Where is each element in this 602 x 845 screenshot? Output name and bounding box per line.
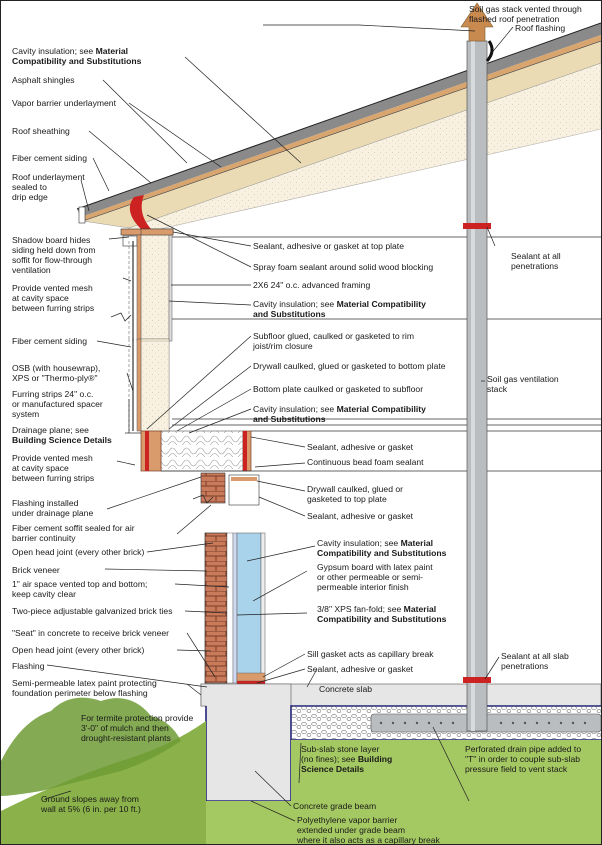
label-continuous-bead: Continuous bead foam sealant: [307, 457, 424, 467]
label-brick-veneer: Brick veneer: [12, 565, 60, 575]
label-sealant-adhesive-gasket-2: Sealant, adhesive or gasket: [307, 511, 414, 521]
label-cavity-insulation-mid: Cavity insulation; see Material Compatib…: [253, 299, 426, 319]
label-fiber-cement-siding-2: Fiber cement siding: [12, 336, 87, 346]
label-sill-gasket: Sill gasket acts as capillary break: [307, 649, 434, 659]
label-drywall-bottom-plate: Drywall caulked, glued or gasketed to bo…: [253, 361, 446, 371]
vent-stack: [466, 40, 488, 732]
floor-batt: [160, 430, 244, 472]
label-bottom-plate-subfloor: Bottom plate caulked or gasketed to subf…: [253, 384, 424, 394]
label-roof-flashing: Roof flashing: [515, 23, 566, 33]
label-cavity-insulation-3: Cavity insulation; see Material Compatib…: [253, 404, 426, 424]
spray-foam-red: [129, 195, 151, 229]
label-concrete-slab: Concrete slab: [319, 684, 373, 694]
label-spray-foam: Spray foam sealant around solid wood blo…: [253, 262, 434, 272]
label-vapor-barrier: Vapor barrier underlayment: [12, 98, 116, 108]
label-2x6-framing: 2X6 24" o.c. advanced framing: [253, 280, 371, 290]
wall-cavity-blue: [236, 532, 262, 684]
label-sealant-adhesive-gasket-1: Sealant, adhesive or gasket: [307, 442, 414, 452]
label-subfloor-glued: Subfloor glued, caulked or gasketed to r…: [253, 331, 414, 351]
label-open-head-joint-1: Open head joint (every other brick): [12, 547, 145, 557]
xps-board: [232, 532, 238, 684]
label-sub-slab-stone: Sub-slab stone layer(no fines); see Buil…: [301, 744, 393, 774]
stack-arrow: [460, 2, 494, 42]
label-concrete-grade-beam: Concrete grade beam: [293, 801, 377, 811]
brick-veneer: [204, 532, 228, 684]
label-fiber-cement-siding-1: Fiber cement siding: [12, 153, 87, 163]
label-seat-concrete: "Seat" in concrete to receive brick vene…: [12, 628, 170, 638]
label-open-head-joint-2: Open head joint (every other brick): [12, 645, 145, 655]
label-roof-sheathing: Roof sheathing: [12, 126, 70, 136]
label-osb: OSB (with housewrap),XPS or "Thermo-ply®…: [12, 363, 101, 383]
label-furring-strips: Furring strips 24" o.c.or manufactured s…: [12, 389, 103, 419]
grade-beam: [200, 683, 292, 802]
label-brick-ties: Two-piece adjustable galvanized brick ti…: [12, 606, 173, 616]
label-sealant-adhesive-gasket-3: Sealant, adhesive or gasket: [307, 664, 414, 674]
label-asphalt-shingles: Asphalt shingles: [12, 75, 75, 85]
label-perforated-drain: Perforated drain pipe added to"T" in ord…: [465, 744, 582, 774]
label-flashing: Flashing: [12, 661, 45, 671]
label-sealant-top-plate: Sealant, adhesive or gasket at top plate: [253, 241, 404, 251]
label-air-space: 1" air space vented top and bottom;keep …: [12, 579, 148, 599]
